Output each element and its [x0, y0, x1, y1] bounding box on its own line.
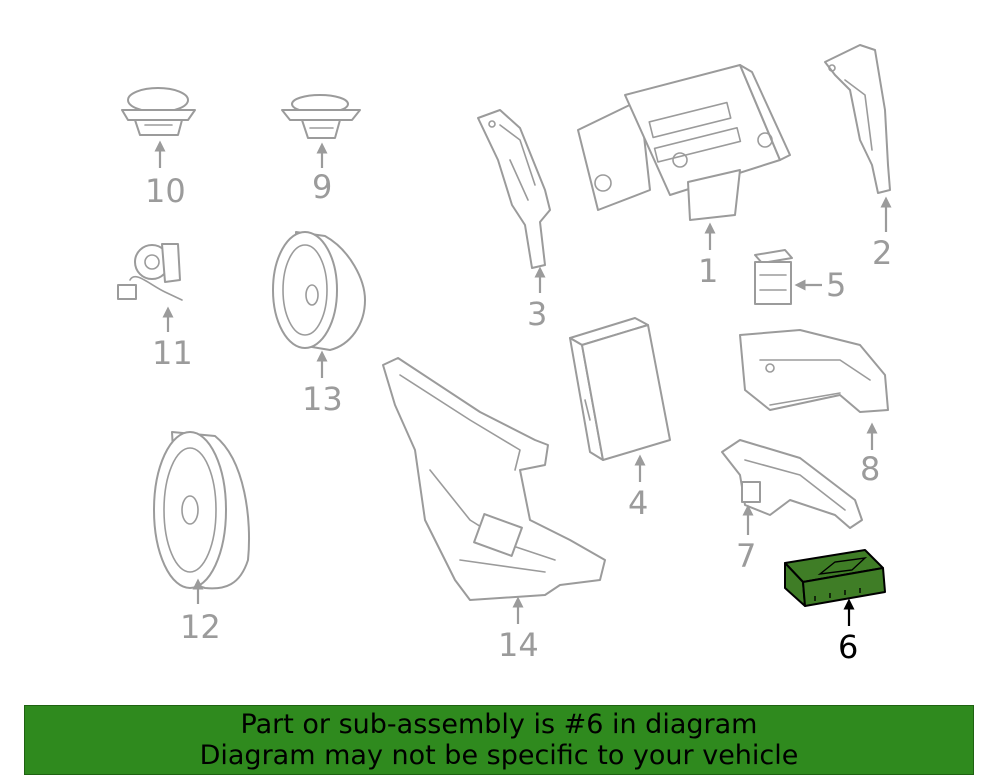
- part-1-head-unit[interactable]: [577, 64, 791, 221]
- callout-6: 6: [838, 628, 858, 666]
- part-9-tweeter[interactable]: [281, 94, 361, 139]
- callout-13: 13: [302, 380, 343, 418]
- callout-5: 5: [826, 266, 846, 304]
- callout-11: 11: [152, 334, 193, 372]
- info-banner: Part or sub-assembly is #6 in diagram Di…: [24, 705, 974, 775]
- callout-10: 10: [145, 172, 186, 210]
- banner-line-1: Part or sub-assembly is #6 in diagram: [240, 709, 758, 740]
- callout-1: 1: [698, 252, 718, 290]
- part-12-speaker[interactable]: [153, 431, 251, 590]
- part-6-module[interactable]: [784, 549, 886, 607]
- callout-2: 2: [872, 234, 892, 272]
- part-5-switch[interactable]: [754, 249, 793, 305]
- part-3-bracket[interactable]: [477, 109, 551, 269]
- parts-diagram: 10 9 11 13 12 3: [117, 44, 892, 666]
- part-13-speaker[interactable]: [272, 231, 366, 351]
- part-14-housing[interactable]: [382, 357, 606, 601]
- part-11-speaker[interactable]: [117, 243, 183, 301]
- part-2-bracket[interactable]: [824, 44, 891, 194]
- callout-9: 9: [312, 168, 332, 206]
- callout-12: 12: [180, 608, 221, 646]
- callout-7: 7: [736, 537, 756, 575]
- callout-8: 8: [860, 450, 880, 488]
- callout-3: 3: [527, 295, 547, 333]
- part-10-tweeter[interactable]: [121, 87, 196, 136]
- banner-line-2: Diagram may not be specific to your vehi…: [199, 740, 799, 771]
- part-8-bracket[interactable]: [739, 329, 889, 413]
- part-4-module[interactable]: [569, 317, 671, 461]
- callout-14: 14: [498, 626, 539, 664]
- callout-4: 4: [628, 484, 648, 522]
- part-7-bracket[interactable]: [721, 439, 863, 529]
